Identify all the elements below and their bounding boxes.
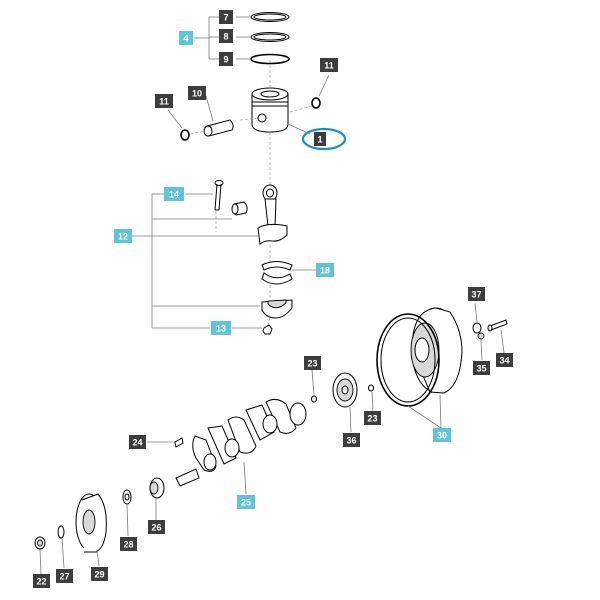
part-label-24[interactable]: 24 [129, 435, 146, 449]
svg-text:37: 37 [471, 290, 481, 300]
front-bearing [149, 477, 165, 499]
snap-ring-left [180, 129, 190, 141]
svg-text:8: 8 [223, 32, 228, 42]
snap-ring-right [311, 97, 321, 109]
part-label-28[interactable]: 28 [120, 537, 137, 551]
part-label-7[interactable]: 7 [219, 10, 233, 24]
part-label-26[interactable]: 26 [148, 520, 165, 534]
svg-text:25: 25 [241, 498, 251, 508]
connecting-rod-bolt [214, 180, 224, 211]
svg-text:26: 26 [151, 523, 161, 533]
part-label-18[interactable]: 18 [316, 263, 334, 277]
piston-ring-7 [250, 12, 290, 22]
part-label-23-top[interactable]: 23 [304, 356, 321, 370]
svg-text:23: 23 [307, 359, 317, 369]
svg-text:24: 24 [132, 438, 142, 448]
part-label-35[interactable]: 35 [473, 361, 490, 375]
pulley-nut [34, 536, 46, 550]
piston-ring-8 [250, 32, 290, 42]
svg-text:14: 14 [169, 190, 179, 200]
svg-text:10: 10 [192, 89, 202, 99]
part-label-1-selected[interactable]: 1 [301, 127, 347, 151]
bearing-shell-upper [261, 261, 293, 271]
part-label-36[interactable]: 36 [343, 433, 360, 447]
part-label-11-left[interactable]: 11 [155, 94, 173, 108]
part-label-8[interactable]: 8 [219, 29, 233, 43]
svg-text:22: 22 [36, 577, 46, 587]
rod-nut [262, 324, 273, 335]
svg-text:28: 28 [123, 540, 133, 550]
svg-text:9: 9 [223, 55, 228, 65]
crankshaft [175, 398, 307, 487]
part-label-23-bottom[interactable]: 23 [364, 411, 381, 425]
part-label-27[interactable]: 27 [56, 569, 73, 583]
svg-text:27: 27 [59, 572, 69, 582]
pulley-hub [75, 493, 107, 553]
small-end-bushing [231, 201, 248, 216]
svg-text:35: 35 [476, 364, 486, 374]
bearing-shell-lower [261, 272, 293, 285]
svg-text:12: 12 [118, 232, 128, 242]
svg-text:11: 11 [159, 97, 169, 107]
svg-text:36: 36 [346, 436, 356, 446]
part-label-29[interactable]: 29 [91, 567, 108, 581]
part-label-22[interactable]: 22 [33, 574, 50, 588]
part-label-9[interactable]: 9 [219, 52, 233, 66]
svg-text:23: 23 [367, 414, 377, 424]
washer [472, 322, 482, 334]
svg-text:4: 4 [183, 34, 188, 44]
svg-text:1: 1 [317, 135, 322, 145]
part-label-13[interactable]: 13 [211, 321, 231, 335]
part-label-4[interactable]: 4 [179, 31, 193, 45]
connecting-rod [257, 184, 288, 245]
connecting-rod-cap [261, 299, 293, 319]
part-label-34[interactable]: 34 [496, 353, 513, 367]
part-label-14[interactable]: 14 [164, 187, 184, 201]
seal-ring [57, 525, 65, 539]
key [174, 437, 184, 448]
part-label-10[interactable]: 10 [188, 86, 206, 100]
part-label-11-right[interactable]: 11 [320, 58, 338, 72]
part-label-30[interactable]: 30 [433, 428, 451, 442]
svg-text:13: 13 [216, 324, 226, 334]
svg-text:30: 30 [437, 431, 447, 441]
spacer-ring [122, 489, 132, 505]
nut [477, 332, 485, 340]
svg-text:11: 11 [324, 61, 334, 71]
svg-text:34: 34 [499, 356, 509, 366]
crankshaft-gear [332, 372, 358, 408]
piston-pin [203, 119, 234, 137]
flywheel [410, 307, 463, 394]
dowel-pin [311, 395, 317, 403]
svg-text:7: 7 [223, 13, 228, 23]
part-label-25[interactable]: 25 [237, 495, 255, 509]
piston [251, 87, 289, 133]
part-label-37[interactable]: 37 [468, 287, 485, 301]
part-label-12[interactable]: 12 [114, 229, 132, 243]
dowel-pin-2 [368, 384, 374, 392]
svg-text:18: 18 [320, 266, 330, 276]
flywheel-bolt [487, 319, 508, 332]
svg-text:29: 29 [94, 570, 104, 580]
